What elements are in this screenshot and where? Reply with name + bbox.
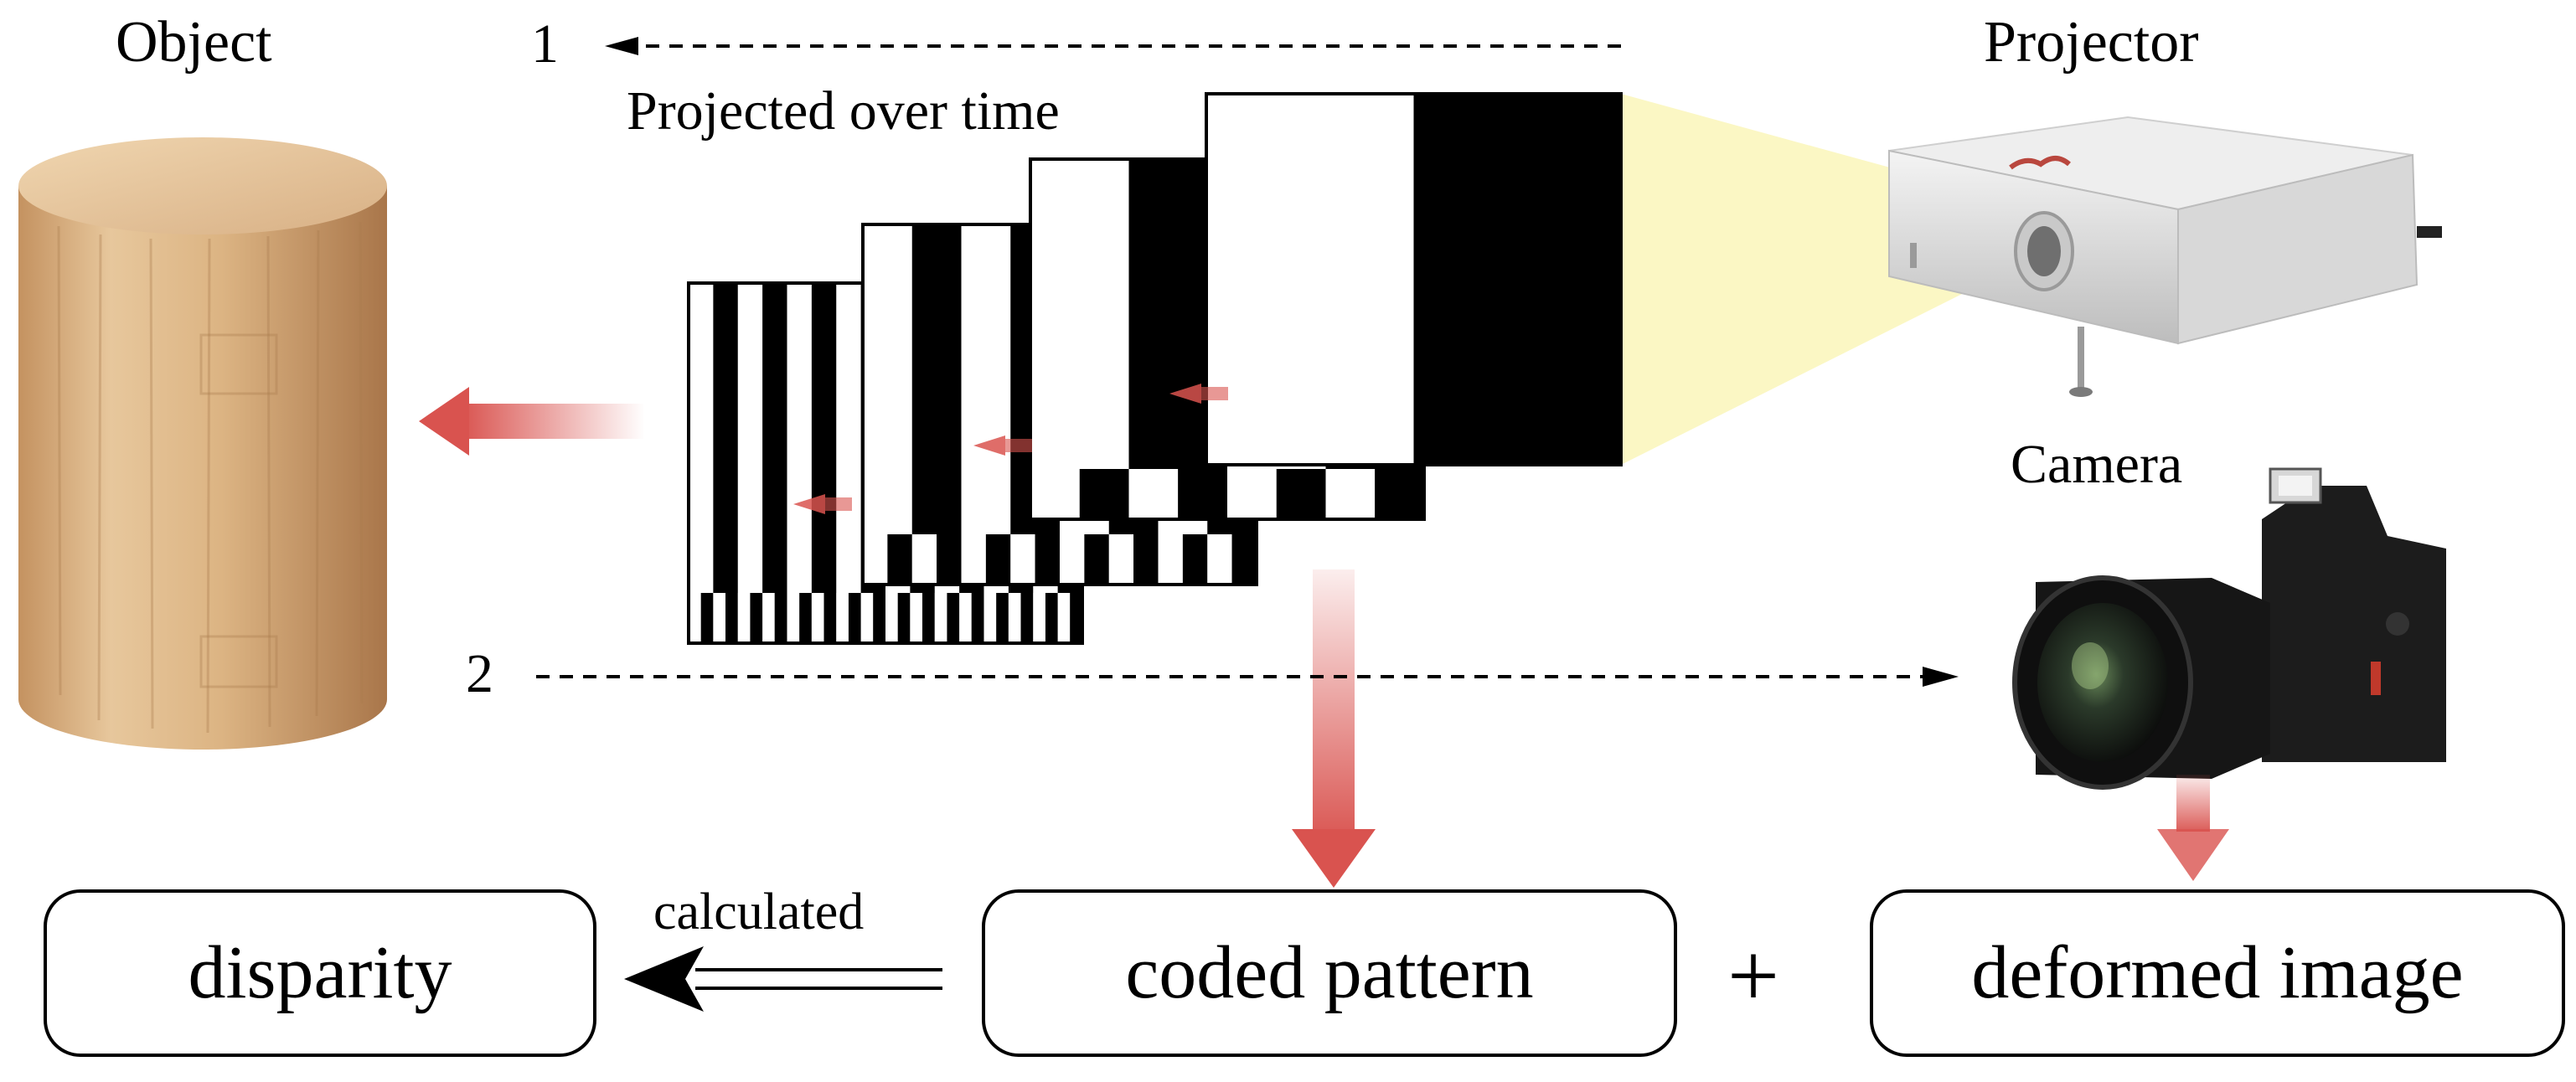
pattern-to-box-arrow [1292, 569, 1376, 888]
pattern-frame-1-code-cell [774, 593, 787, 643]
pattern-frame-2-code-cell [1035, 534, 1060, 585]
dslr-camera-icon [2012, 467, 2446, 790]
pattern-frame-2-code-cell [1133, 534, 1159, 585]
pattern-frame-1-code-cell [725, 593, 738, 643]
projection-arrow [419, 387, 645, 456]
coded-pattern-box: coded pattern [982, 889, 1677, 1057]
pattern-frame-1-code-cell [873, 593, 885, 643]
deformed-image-box: deformed image [1870, 889, 2565, 1057]
pattern-frame-2-code-cell [961, 534, 986, 585]
pattern-frame-1-code-cell [750, 593, 763, 643]
wooden-cylinder-icon [18, 137, 387, 750]
pattern-frame-1-code-cell [1070, 593, 1082, 643]
pattern-frame-1-code-cell [996, 593, 1009, 643]
pattern-frame-1-code-cell [971, 593, 984, 643]
frame-arrow-1 [1169, 384, 1201, 404]
pattern-frame-1-code-cell [910, 593, 923, 643]
calculated-label: calculated [653, 884, 865, 940]
pattern-frame-2-code-cell [1084, 534, 1109, 585]
calculated-double-arrow [624, 946, 942, 1012]
projector-label: Projector [1984, 10, 2199, 75]
pattern-frame-1-code-cell [885, 593, 898, 643]
pattern-frame-1-code-cell [1008, 593, 1021, 643]
pattern-frame-2-code-cell [911, 534, 937, 585]
coded-pattern-stack [687, 92, 1623, 645]
pattern-frame-2-code-cell [1158, 534, 1183, 585]
pattern-frame-1-code-cell [848, 593, 861, 643]
pattern-frame-3-code-cell [1030, 469, 1080, 519]
disparity-box: disparity [44, 889, 596, 1057]
pattern-frame-2-code-cell [937, 534, 962, 585]
frame-arrows [793, 384, 1228, 514]
path-one-label: 1 [531, 13, 559, 75]
pattern-frame-1-code-cell [811, 593, 824, 643]
pattern-frame-1-code-cell [689, 593, 701, 643]
pattern-frame-1-code-cell [713, 593, 726, 643]
pattern-frame-3-code-cell [1227, 469, 1277, 519]
pattern-frame-3-code-cell [1276, 469, 1326, 519]
pattern-frame-2-code-cell [1010, 534, 1035, 585]
pattern-frame-1-code-cell [1033, 593, 1045, 643]
camera-label: Camera [2011, 434, 2183, 495]
pattern-frame-1-code-cell [799, 593, 812, 643]
pattern-frame-4-stripe [1413, 94, 1621, 465]
projected-over-time-label: Projected over time [627, 80, 1060, 142]
frame-arrow-3 [793, 494, 825, 514]
pattern-frame-1-stripe [762, 283, 787, 643]
plus-sign: + [1727, 925, 1780, 1027]
pattern-frame-1-code-cell [922, 593, 935, 643]
pattern-frame-2-code-cell [1182, 534, 1208, 585]
pattern-frame-1-code-cell [700, 593, 714, 643]
pattern-frame-1-code-cell [947, 593, 960, 643]
pattern-frame-1-code-cell [836, 593, 849, 643]
pattern-frame-2-code-cell [1060, 534, 1085, 585]
projector-icon [1888, 116, 2442, 397]
pattern-frame-3-code-cell [1375, 469, 1424, 519]
pattern-frame-1-code-cell [1020, 593, 1034, 643]
camera-to-box-arrow [2157, 775, 2229, 881]
pattern-frame-1-code-cell [983, 593, 997, 643]
pattern-frame-1-code-cell [897, 593, 911, 643]
pattern-frame-4-code-cell [1206, 419, 1414, 465]
pattern-frame-4-code-cell [1413, 419, 1621, 465]
pattern-frame-1-stripe [713, 283, 738, 643]
pattern-frame-2-stripe [911, 224, 962, 585]
pattern-frame-4-outline [1205, 92, 1623, 466]
pattern-frame-1-code-cell [1057, 593, 1071, 643]
path-two-arrow [536, 667, 1959, 687]
pattern-frame-3-code-cell [1325, 469, 1376, 519]
pattern-frame-1-code-cell [762, 593, 775, 643]
pattern-frame-1-code-cell [787, 593, 800, 643]
pattern-frame-2-code-cell [1108, 534, 1134, 585]
pattern-frame-1-code-cell [1045, 593, 1058, 643]
pattern-frame-3-code-cell [1128, 469, 1179, 519]
frame-arrow-1-tail [1201, 387, 1228, 400]
coded-pattern-text: coded pattern [1125, 931, 1534, 1014]
pattern-frame-2-code-cell [1231, 534, 1257, 585]
pattern-frame-2-code-cell [863, 534, 888, 585]
pattern-frame-2-code-cell [887, 534, 912, 585]
pattern-frame-3-code-cell [1178, 469, 1227, 519]
frame-arrow-2-tail [1005, 439, 1032, 452]
pattern-frame-1-code-cell [737, 593, 751, 643]
pattern-frame-1-code-cell [959, 593, 972, 643]
disparity-text: disparity [188, 931, 452, 1014]
pattern-frame-1-code-cell [823, 593, 837, 643]
path-one-arrow [605, 37, 1621, 55]
pattern-frame-2-code-cell [1207, 534, 1232, 585]
pattern-frame-1-stripe [811, 283, 837, 643]
pattern-frame-2-code-cell [985, 534, 1011, 585]
deformed-image-text: deformed image [1971, 931, 2464, 1014]
frame-arrow-2 [973, 435, 1005, 456]
pattern-frame-1-code-cell [934, 593, 947, 643]
path-two-label: 2 [466, 643, 493, 704]
pattern-frame-1-code-cell [860, 593, 874, 643]
object-label: Object [116, 10, 272, 75]
pattern-frame-3-code-cell [1079, 469, 1129, 519]
frame-arrow-3-tail [825, 497, 852, 511]
